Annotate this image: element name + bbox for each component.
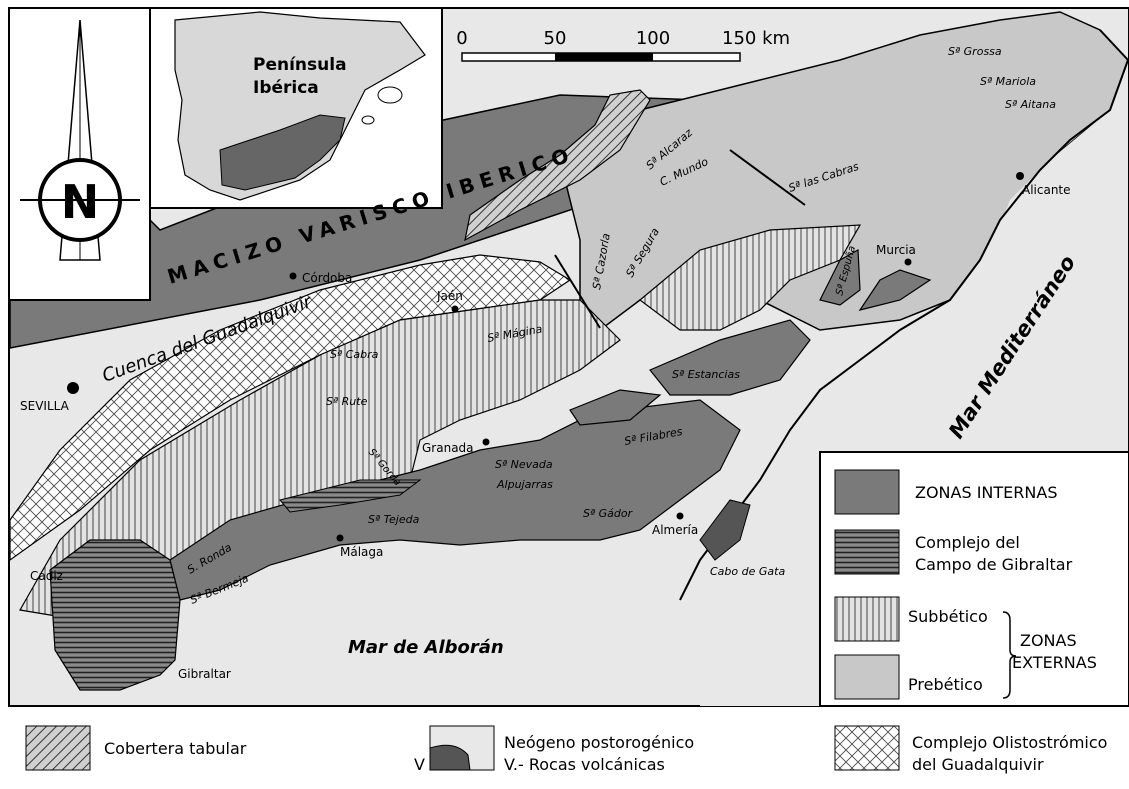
fault-line: [729, 149, 806, 206]
legend-swatch-gibraltar: [834, 529, 900, 575]
legend-externas-line2: EXTERNAS: [1012, 653, 1097, 672]
campo-gibraltar-zone: [279, 479, 422, 513]
range-grossa: Sª Grossa: [948, 45, 1002, 58]
city-dot: [482, 438, 490, 446]
zonas-internas: [569, 389, 662, 426]
city-sevilla: SEVILLA: [20, 399, 70, 413]
legend-volcanic-swatch: [429, 744, 471, 771]
legend-cobertera: Cobertera tabular: [104, 739, 247, 758]
city-malaga: Málaga: [340, 545, 383, 559]
zonas-internas: [649, 319, 811, 396]
city-murcia: Murcia: [876, 243, 916, 257]
city-dot: [904, 258, 912, 266]
legend-neogeno-line1: Neógeno postorogénico: [504, 733, 694, 752]
cobertera-zone: [464, 89, 651, 242]
range-alpujarras: Alpujarras: [496, 478, 553, 491]
fault-line: [554, 254, 601, 329]
range-aitana: Sª Aitana: [1005, 98, 1056, 111]
scale-tick: 150 km: [722, 28, 790, 49]
range-estancias: Sª Estancias: [672, 368, 740, 381]
scale-tick: 50: [544, 28, 567, 49]
legend-swatch-internas: [834, 469, 900, 515]
legend-neogeno-line2: V.- Rocas volcánicas: [504, 755, 665, 774]
legend-subbetico: Subbético: [908, 607, 988, 626]
city-dot: [289, 272, 297, 280]
zonas-internas: [169, 399, 741, 601]
range-gador: Sª Gádor: [583, 507, 634, 520]
scale-tick: 0: [456, 28, 467, 49]
range-mariola: Sª Mariola: [980, 75, 1036, 88]
inset-island: [361, 115, 375, 125]
zonas-internas: [819, 249, 861, 306]
north-letter: N: [61, 175, 100, 229]
city-granada: Granada: [422, 441, 474, 455]
city-dot: [336, 534, 344, 542]
legend-volcanic-mark: V: [414, 755, 425, 774]
inset-island: [377, 86, 403, 104]
legend-internas: ZONAS INTERNAS: [915, 483, 1057, 502]
city-dot: [1016, 172, 1024, 180]
legend-swatch-cobertera: [25, 725, 91, 771]
scale-tick: 100: [636, 28, 670, 49]
zonas-internas: [858, 269, 932, 311]
legend-brace: [1002, 611, 1017, 699]
legend-swatch-subbetico: [834, 596, 900, 642]
range-gata: Cabo de Gata: [710, 565, 785, 578]
city-dot: [67, 382, 79, 394]
range-cabra: Sª Cabra: [330, 348, 379, 361]
inset-title-line2: Ibérica: [253, 78, 319, 98]
city-cadiz: Cádiz: [30, 569, 63, 583]
campo-gibraltar-zone: [699, 499, 751, 561]
city-dot: [676, 512, 684, 520]
city-gibraltar: Gibraltar: [178, 667, 231, 681]
subbetico-zone: [639, 224, 862, 331]
city-cordoba: Córdoba: [302, 271, 352, 285]
city-almeria: Almería: [652, 523, 698, 537]
legend-olisto-line2: del Guadalquivir: [912, 755, 1044, 774]
city-jaen: Jaén: [436, 289, 463, 303]
legend-gibraltar-line2: Campo de Gibraltar: [915, 555, 1073, 574]
city-dot: [451, 305, 459, 313]
legend-swatch-prebetico: [834, 654, 900, 700]
legend-swatch-olisto: [834, 725, 900, 771]
range-tejeda: Sª Tejeda: [368, 513, 420, 526]
range-nevada: Sª Nevada: [495, 458, 553, 471]
range-rute: Sª Rute: [326, 395, 368, 408]
city-alicante: Alicante: [1022, 183, 1071, 197]
legend-olisto-line1: Complejo Olistostrómico: [912, 733, 1107, 752]
inset-betic-area: [219, 114, 346, 191]
legend-gibraltar-line1: Complejo del: [915, 533, 1020, 552]
campo-gibraltar-zone: [49, 539, 181, 691]
legend-prebetico: Prebético: [908, 675, 983, 694]
region-alboran: Mar de Alborán: [348, 637, 504, 658]
legend-externas-line1: ZONAS: [1020, 631, 1077, 650]
inset-title-line1: Península: [253, 55, 347, 75]
olistostrome-zone: [9, 254, 572, 562]
